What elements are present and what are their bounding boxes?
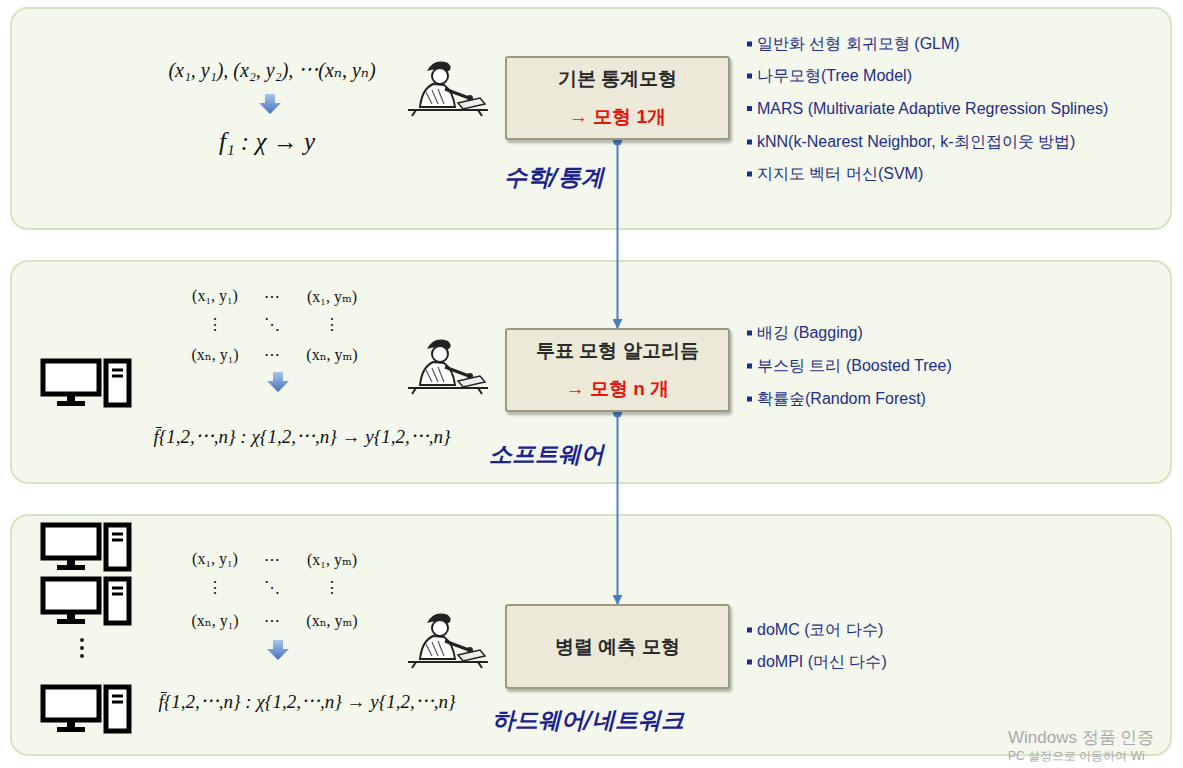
computer-icon xyxy=(43,579,129,624)
matrix-cell: ⋱ xyxy=(264,315,280,334)
section-band: (x₁, y₁) ⋯ (x₁, yₘ) ⋮ ⋱ ⋮ (xₙ, y₁) ⋯ (xₙ, yₘ) f̄{… xyxy=(10,260,1172,484)
connector-group xyxy=(613,409,622,605)
matrix-cell: ⋯ xyxy=(264,608,280,632)
box-title: 기본 통계모형 xyxy=(558,66,677,92)
bullet-item: doMPI (머신 다수) xyxy=(757,652,887,673)
analyst-figure xyxy=(408,340,488,394)
bullet-item: 부스팅 트리 (Boosted Tree) xyxy=(757,356,952,377)
down-arrow xyxy=(259,94,281,114)
matrix-cell: ⋯ xyxy=(264,342,280,366)
process-box: 투표 모형 알고리듬 → 모형 n 개 xyxy=(505,328,730,412)
bullet-item: doMC (코어 다수) xyxy=(757,620,883,641)
matrix-cell: ⋮ xyxy=(324,315,340,334)
down-arrow xyxy=(267,640,289,660)
bullet-item: 지지도 벡터 머신(SVM) xyxy=(757,164,923,185)
connector-dot xyxy=(613,137,622,146)
watermark: PC 설정으로 이동하여 Wi xyxy=(1008,748,1145,765)
bullet-item: 배깅 (Bagging) xyxy=(757,323,863,344)
computer-icon xyxy=(43,525,129,570)
section-label: 수학/통계 xyxy=(504,162,604,193)
flow-arrow xyxy=(617,140,619,328)
process-box: 기본 통계모형 → 모형 1개 xyxy=(505,56,730,140)
box-subtitle: → 모형 n 개 xyxy=(566,376,669,402)
section-label: 소프트웨어 xyxy=(489,439,604,470)
bullet-item: 일반화 선형 회귀모형 (GLM) xyxy=(757,34,960,55)
connector-group xyxy=(613,137,622,329)
box-subtitle: → 모형 1개 xyxy=(569,104,666,130)
watermark: Windows 정품 인증 xyxy=(1008,726,1154,749)
connector-dot xyxy=(613,409,622,418)
formula: f̄{1,2,⋯,n} : χ{1,2,⋯,n} → y{1,2,⋯,n} xyxy=(158,686,455,713)
flow-arrow xyxy=(617,412,619,604)
bullet-item: 확률숲(Random Forest) xyxy=(757,389,926,410)
matrix-cell: ⋮ xyxy=(207,315,223,334)
section-band: (x₁, y₁) ⋯ (x₁, yₘ) ⋮ ⋱ ⋮ (xₙ, y₁) ⋯ (xₙ, yₘ) f̄{… xyxy=(10,514,1172,756)
down-arrow xyxy=(267,372,289,392)
analyst-figure xyxy=(408,614,488,668)
matrix-cell: (xₙ, yₘ) xyxy=(306,611,357,630)
matrix-cell: ⋮ xyxy=(207,578,223,597)
matrix-cell: (x₁, y₁) xyxy=(192,550,238,568)
ellipsis-dot xyxy=(80,638,84,642)
formula: f₁ : χ → y xyxy=(219,128,315,156)
computer-icon xyxy=(43,361,129,406)
analyst-figure xyxy=(408,62,488,116)
section-label: 하드웨어/네트워크 xyxy=(492,705,684,736)
bullet-item: kNN(k-Nearest Neighbor, k-최인접이웃 방법) xyxy=(757,132,1075,153)
box-title: 투표 모형 알고리듬 xyxy=(536,338,699,364)
ellipsis-dot xyxy=(80,646,84,650)
matrix-cell: ⋯ xyxy=(264,284,280,308)
bullet-item: MARS (Multivariate Adaptive Regression S… xyxy=(757,100,1108,118)
computer-icon xyxy=(43,687,129,732)
matrix-cell: ⋯ xyxy=(264,547,280,571)
section-band: (x₁, y₁), (x₂, y₂), ⋯(xₙ, yₙ) f₁ : χ → y 일… xyxy=(10,7,1172,230)
matrix-cell: ⋮ xyxy=(324,578,340,597)
ellipsis-dot xyxy=(80,654,84,658)
formula: f̄{1,2,⋯,n} : χ{1,2,⋯,n} → y{1,2,⋯,n} xyxy=(153,421,450,448)
box-title: 병렬 예측 모형 xyxy=(555,634,680,660)
matrix-cell: (x₁, y₁) xyxy=(192,287,238,305)
matrix-cell: (xₙ, y₁) xyxy=(191,345,238,364)
process-box: 병렬 예측 모형 xyxy=(505,604,730,689)
matrix-cell: ⋱ xyxy=(264,578,280,597)
matrix-cell: (x₁, yₘ) xyxy=(307,550,357,569)
formula: (x₁, y₁), (x₂, y₂), ⋯(xₙ, yₙ) xyxy=(168,54,375,83)
bullet-item: 나무모형(Tree Model) xyxy=(757,66,912,87)
matrix-cell: (xₙ, y₁) xyxy=(191,611,238,630)
matrix-cell: (xₙ, yₘ) xyxy=(306,345,357,364)
matrix-cell: (x₁, yₘ) xyxy=(307,287,357,306)
